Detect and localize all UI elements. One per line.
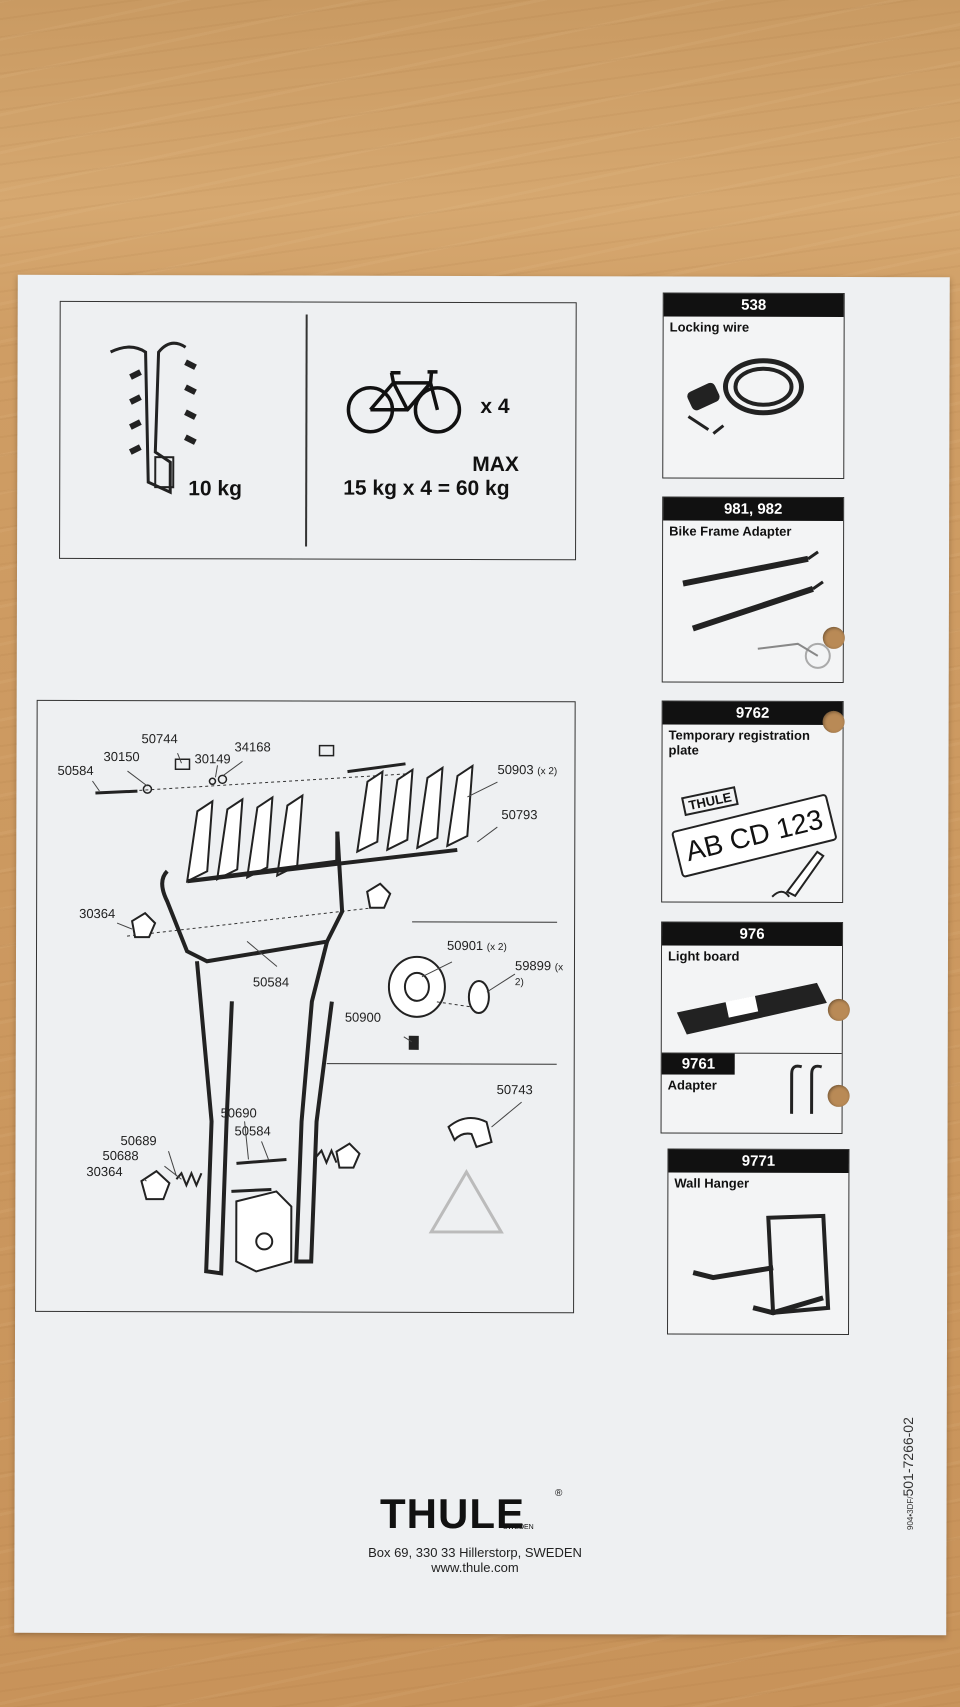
part-number-50688: 50688 <box>102 1148 139 1164</box>
part-number-30150: 30150 <box>103 749 140 765</box>
rack-weight: 10 kg <box>188 477 242 501</box>
rack-illustration <box>109 341 197 495</box>
max-load: 15 kg x 4 = 60 kg <box>343 476 510 501</box>
spec-panel: 10 kg x 4 MAX 15 kg x 4 = 60 kg <box>59 300 577 561</box>
registered-mark: ® <box>555 1488 563 1499</box>
accessory-code: 9762 <box>662 701 843 725</box>
exploded-rack-drawing <box>92 744 558 1276</box>
thule-logo-sub: SWEDEN <box>503 1524 534 1531</box>
part-number-50793: 50793 <box>501 807 538 823</box>
locking-wire-icon <box>687 358 804 435</box>
part-number-30364-low: 30364 <box>86 1163 123 1180</box>
part-number-50744: 50744 <box>141 731 178 747</box>
light-board-icon <box>676 982 827 1035</box>
accessory-538: 538 Locking wire <box>662 292 845 479</box>
accessory-981-982: 981, 982 Bike Frame Adapter <box>661 496 845 683</box>
part-number-30364-top: 30364 <box>79 905 116 922</box>
thule-logo: THULE <box>380 1490 525 1537</box>
document-number: 904•3DF/501-7266-02 <box>900 1417 916 1530</box>
part-number-50689: 50689 <box>120 1133 157 1149</box>
adapter-icon <box>790 1064 823 1114</box>
bicycle-icon <box>346 370 462 434</box>
accessory-label: Temporary registration plate <box>668 727 810 758</box>
accessory-label: Wall Hanger <box>674 1175 750 1191</box>
part-number-59899: 59899 (x 2) <box>514 958 564 989</box>
accessory-code: 538 <box>663 293 844 317</box>
punch-hole <box>827 998 850 1021</box>
part-number-34168: 34168 <box>234 739 271 755</box>
accessory-code: 976 <box>662 922 843 946</box>
accessory-label: Locking wire <box>669 319 750 335</box>
part-number-50743: 50743 <box>496 1082 533 1098</box>
accessory-code: 981, 982 <box>663 497 844 521</box>
spec-divider <box>305 314 308 547</box>
part-number-50584-mid: 50584 <box>252 974 290 990</box>
punch-hole <box>822 710 845 733</box>
parts-diagram-panel: 50744 30150 30149 34168 50584 50903 (x 2… <box>35 699 576 1314</box>
punch-hole <box>822 626 845 649</box>
part-number-50584-low: 50584 <box>234 1123 271 1139</box>
marker-pen-icon <box>771 850 825 898</box>
accessory-9771: 9771 Wall Hanger <box>667 1148 850 1335</box>
part-number-50901: 50901 (x 2) <box>447 937 507 954</box>
part-number-30149: 30149 <box>194 751 231 767</box>
part-number-50903: 50903 (x 2) <box>497 762 558 778</box>
part-number-50690: 50690 <box>220 1105 257 1121</box>
bike-count: x 4 <box>480 394 510 419</box>
accessory-label: Bike Frame Adapter <box>669 523 792 539</box>
plate-brand: THULE <box>681 786 740 817</box>
footer-address: Box 69, 330 33 Hillerstorp, SWEDEN www.t… <box>360 1545 590 1575</box>
accessory-code: 9771 <box>668 1149 849 1173</box>
accessory-code: 9761 <box>661 1053 736 1075</box>
part-number-50584-top: 50584 <box>57 762 94 778</box>
adapter-subsection: 9761 Adapter <box>661 1052 842 1114</box>
punch-hole <box>827 1084 850 1107</box>
accessory-976: 976 Light board 9761 Adapter <box>660 921 844 1134</box>
bike-frame-adapter-icon <box>682 550 831 669</box>
website-line: www.thule.com <box>431 1560 519 1575</box>
instruction-sheet: 10 kg x 4 MAX 15 kg x 4 = 60 kg <box>14 274 950 1636</box>
max-label: MAX <box>472 452 519 477</box>
wall-hanger-icon <box>692 1213 831 1316</box>
part-number-50900: 50900 <box>344 1009 382 1025</box>
accessory-9762: 9762 Temporary registration plate THULE … <box>661 700 844 903</box>
address-line: Box 69, 330 33 Hillerstorp, SWEDEN <box>368 1545 582 1560</box>
